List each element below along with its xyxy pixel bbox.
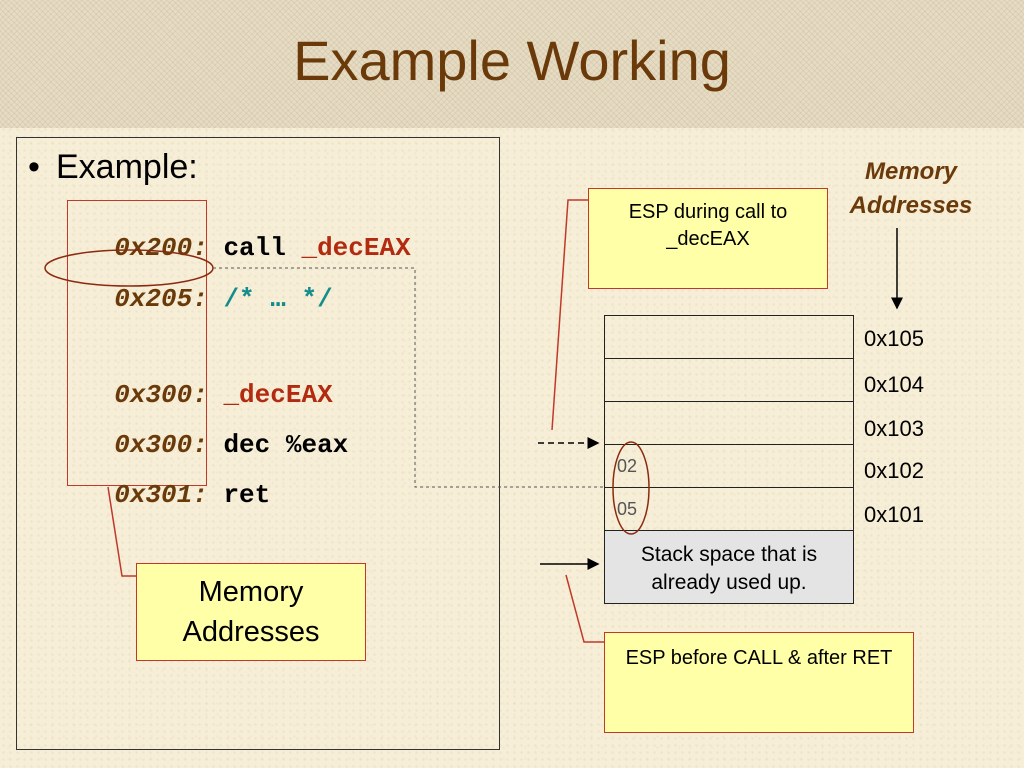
bullet-dot: •	[28, 148, 40, 186]
title-band	[0, 0, 1024, 128]
code-instruction: ret	[223, 480, 271, 510]
code-address: 0x300:	[114, 430, 208, 460]
code-address: 0x300:	[114, 380, 208, 410]
code-instruction: call	[223, 233, 302, 263]
example-bullet: • Example:	[28, 148, 198, 187]
code-address: 0x200:	[114, 233, 208, 263]
return-address-link	[213, 267, 604, 488]
stack-cell	[604, 359, 854, 402]
code-line: 0x300: _decEAX	[83, 350, 333, 410]
stack-address-label: 0x102	[864, 458, 924, 483]
code-line: 0x205: /* … */	[83, 254, 333, 314]
memory-note-callout	[107, 486, 136, 577]
stack-address-label: 0x103	[864, 416, 924, 441]
esp-during-call-note: ESP during call to _decEAX	[588, 188, 828, 289]
memory-addresses-label: Memory Addresses	[849, 158, 973, 219]
code-line: 0x300: dec %eax	[83, 400, 348, 460]
stack-address-label: 0x101	[864, 502, 924, 527]
code-comment: /* … */	[223, 284, 333, 314]
stack-address-label: 0x105	[864, 326, 924, 351]
slide-title: Example Working	[293, 29, 731, 92]
code-address: 0x301:	[114, 480, 208, 510]
address-column-box	[67, 200, 207, 486]
highlight-ellipse	[44, 249, 214, 287]
stack-cell: 02	[604, 445, 854, 488]
stack: 02 05 Stack space that is already used u…	[604, 315, 854, 604]
pushed-bytes-ellipse	[612, 441, 650, 535]
stack-cell: 05	[604, 488, 854, 531]
code-line: 0x301: ret	[83, 450, 270, 510]
used-stack-space: Stack space that is already used up.	[604, 531, 854, 604]
esp-before-call-note: ESP before CALL & after RET	[604, 632, 914, 733]
code-line: 0x200: call _decEAX	[83, 203, 411, 263]
example-heading: Example:	[56, 148, 198, 186]
code-instruction: dec %eax	[223, 430, 349, 460]
code-label: _decEAX	[223, 380, 333, 410]
stack-address-label: 0x104	[864, 372, 924, 397]
esp-before-callout	[565, 574, 604, 643]
stack-cell	[604, 315, 854, 359]
memory-addresses-note: Memory Addresses	[136, 563, 366, 661]
code-address: 0x205:	[114, 284, 208, 314]
esp-during-callout	[551, 199, 588, 431]
stack-cell-value: 02	[617, 456, 638, 476]
stack-cell	[604, 402, 854, 445]
stack-cell-value: 05	[617, 499, 638, 519]
example-panel	[16, 137, 500, 750]
code-label: _decEAX	[301, 233, 411, 263]
